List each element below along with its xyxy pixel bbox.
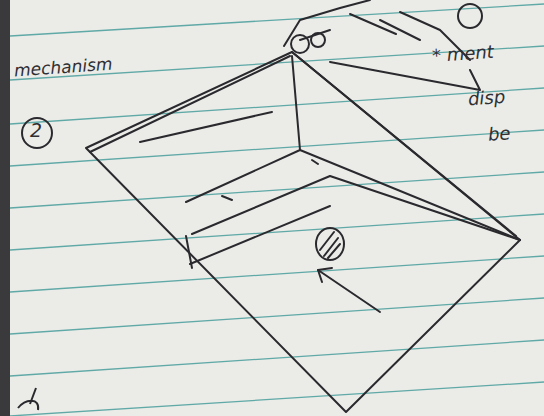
ruled-lines [10, 4, 544, 416]
note: * ment [431, 42, 494, 66]
note: be [487, 123, 511, 144]
page-scribble [18, 388, 38, 410]
page-edge [0, 0, 10, 416]
callout-circle [22, 118, 52, 148]
note: disp [467, 87, 506, 109]
callout-number: 2 [30, 120, 42, 141]
pencil-sketch [86, 0, 520, 412]
